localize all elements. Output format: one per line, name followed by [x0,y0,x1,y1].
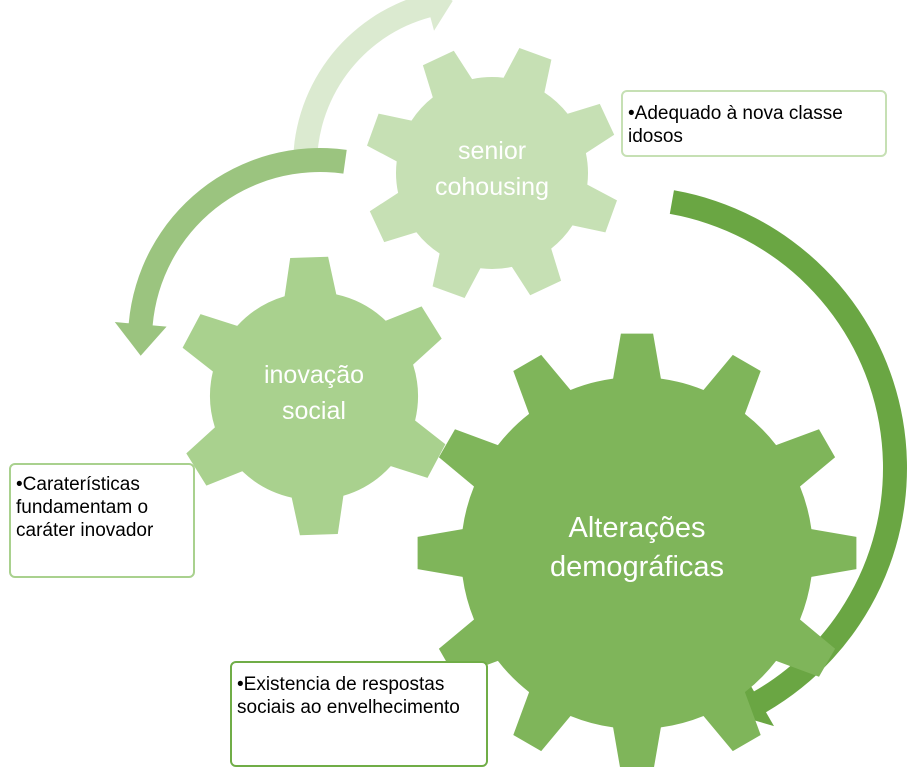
note-text: Adequado à nova classe idosos [628,103,843,147]
gear-label-senior: cohousing [435,173,549,201]
bullet-glyph: • [16,474,23,495]
note-box-senior-cohousing: •Adequado à nova classe idosos [621,90,887,157]
cycle-arrow-left [114,148,347,356]
note-text: Caraterísticas fundamentam o caráter ino… [16,474,154,541]
gear-inovacao-social [182,256,446,536]
note-text: Existencia de respostas sociais ao envel… [237,674,460,718]
gear-label-alteracoes: demográficas [550,551,724,583]
gear-label-inovacao: social [282,397,346,425]
gear-label-senior: senior [458,137,526,165]
gear-senior-cohousing [367,48,617,298]
bullet-glyph: • [628,103,635,124]
bullet-glyph: • [237,674,244,695]
cycle-arrow-right [669,190,908,727]
gear-label-alteracoes: Alterações [568,512,705,544]
note-box-alteracoes-demograficas: •Existencia de respostas sociais ao enve… [230,661,488,767]
note-box-inovacao-social: •Caraterísticas fundamentam o caráter in… [9,463,195,578]
gear-alteracoes-demograficas [417,333,857,767]
gear-label-inovacao: inovação [264,361,364,389]
